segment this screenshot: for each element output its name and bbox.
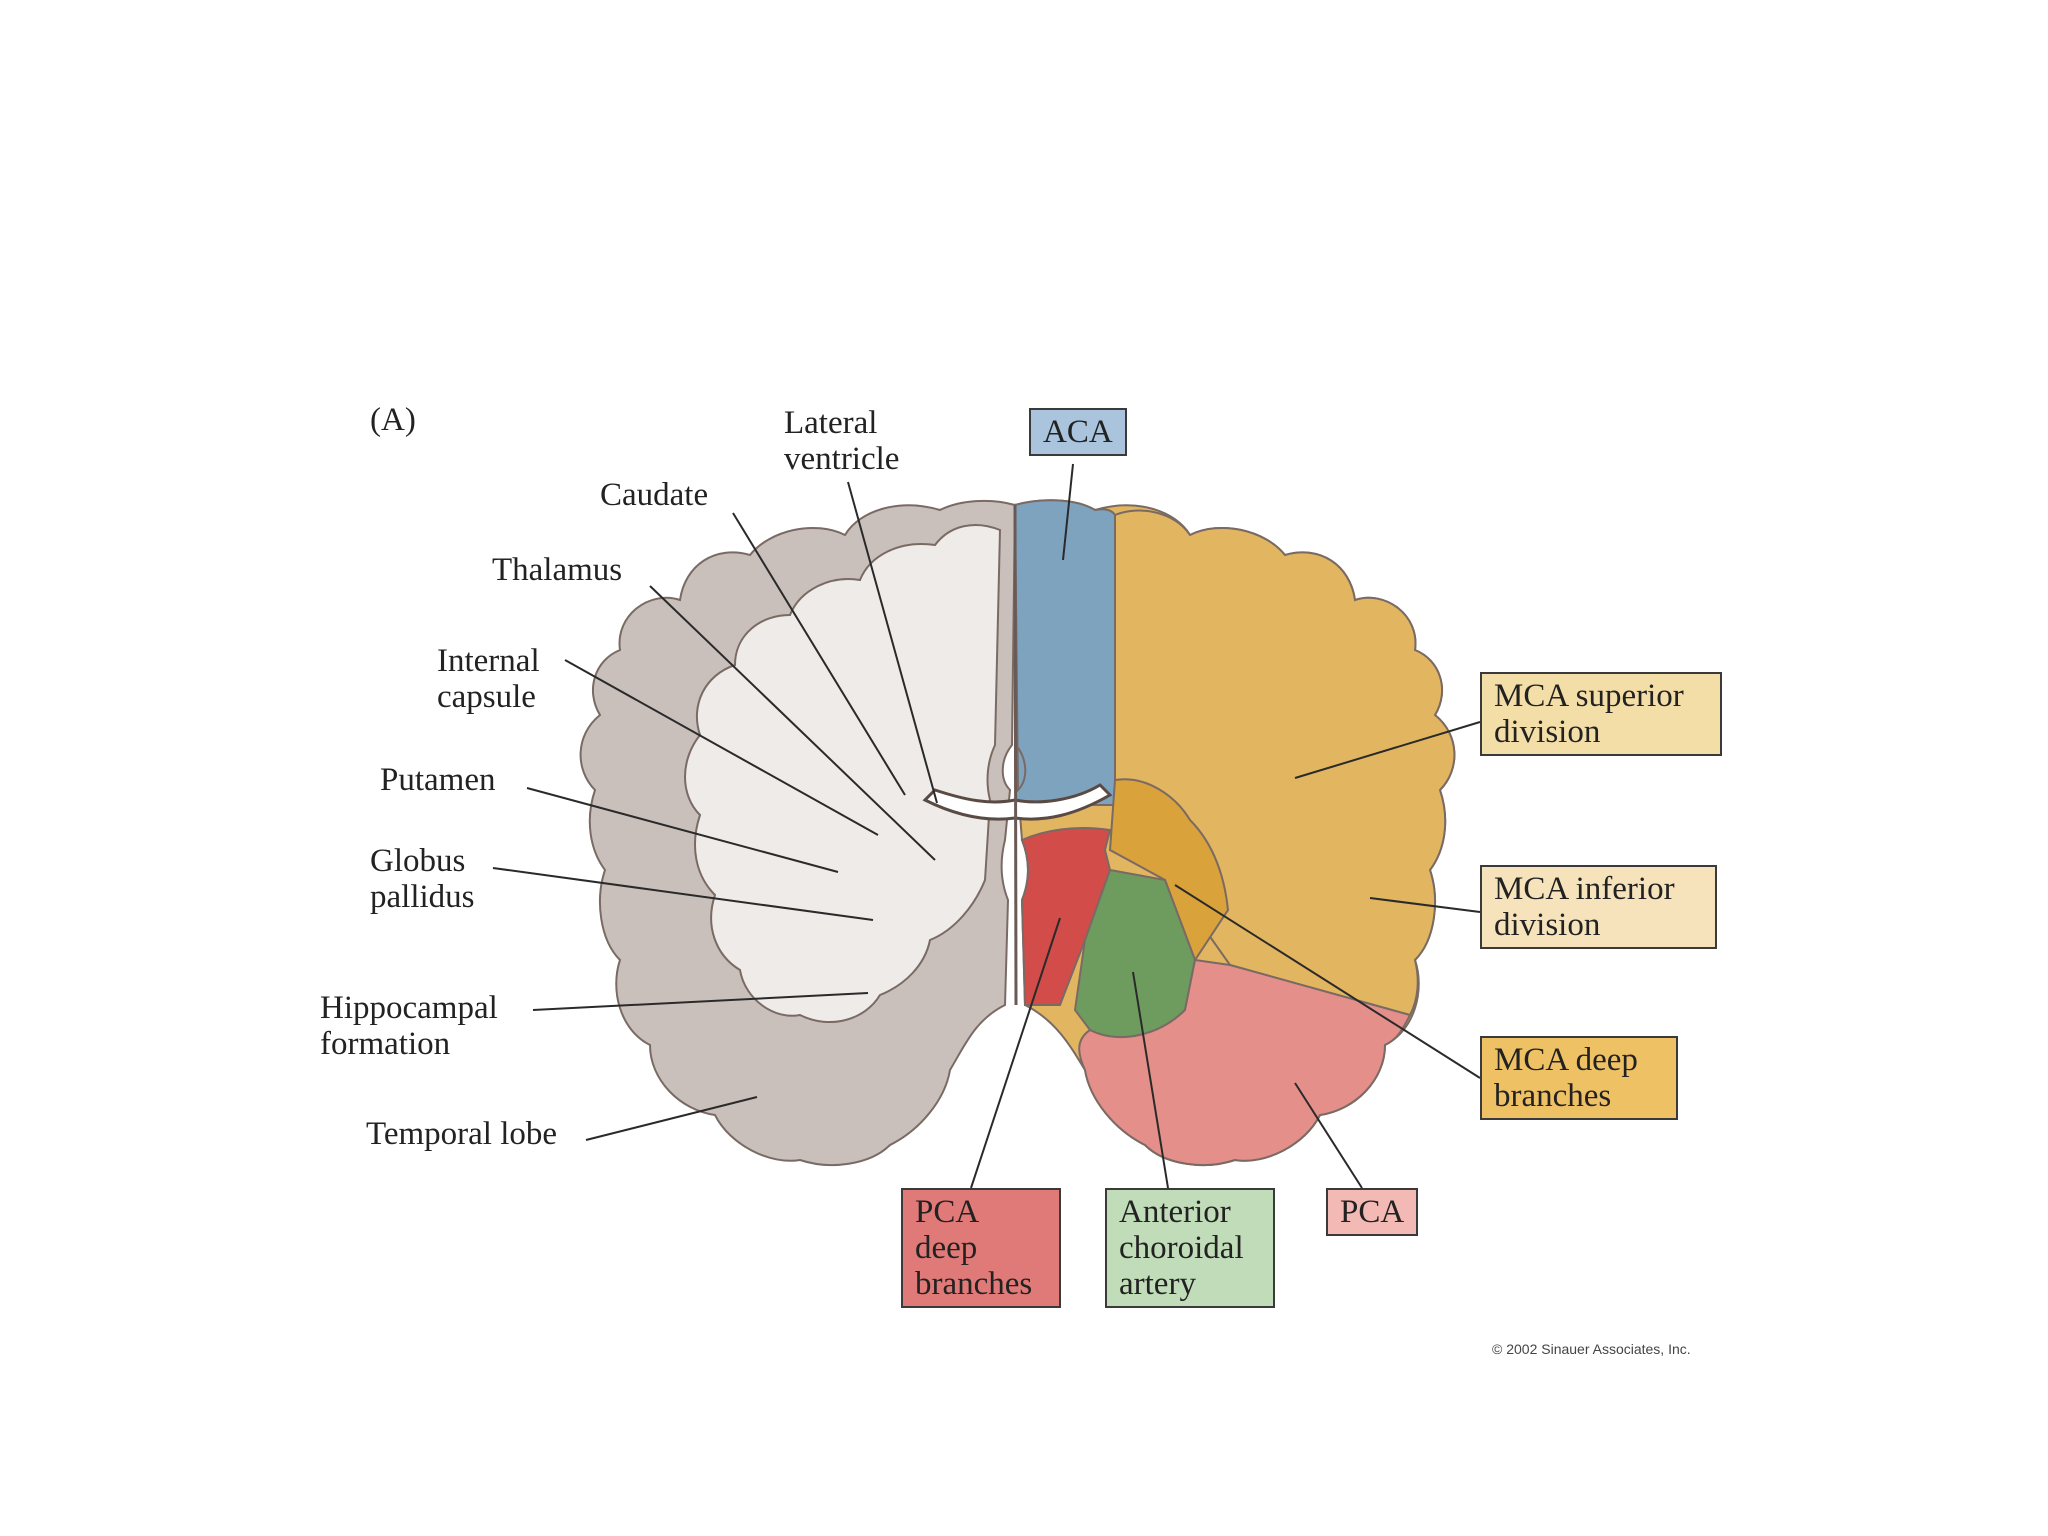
pca-territory [1078,958,1412,1166]
box-mca-superior-division: MCA superior division [1480,672,1722,756]
label-temporal-lobe: Temporal lobe [366,1116,558,1152]
leader-pca [1294,1082,1363,1189]
leader-hippocampal-formation [532,992,869,1011]
leader-globus-pallidus [492,867,874,921]
right-hemisphere [1013,499,1456,1166]
leader-mca-deep [1174,884,1481,1079]
leader-putamen [526,787,839,873]
label-thalamus: Thalamus [492,552,623,588]
copyright-notice: © 2002 Sinauer Associates, Inc. [1492,1341,1691,1357]
leader-mca-superior [1294,721,1481,779]
pca-deep-territory [1020,827,1112,1006]
leader-mca-inferior [1369,897,1481,913]
box-anterior-choroidal-artery: Anterior choroidal artery [1105,1188,1275,1308]
box-aca: ACA [1029,408,1127,456]
midline-fissure [1013,504,1018,1006]
leader-pca-deep [970,917,1061,1189]
leader-thalamus [649,585,936,861]
leader-caudate [732,512,906,796]
leader-temporal-lobe [585,1096,758,1141]
leader-lateral-ventricle [847,481,938,804]
leader-aca [1062,463,1074,561]
leader-anterior-choroidal [1132,971,1169,1189]
ventricle-shape [922,783,1113,821]
box-pca: PCA [1326,1188,1419,1236]
label-lateral-ventricle: Lateral ventricle [784,405,900,477]
panel-label: (A) [370,402,416,438]
mca-deep-territory [1108,778,1230,963]
box-pca-deep-branches: PCA deep branches [901,1188,1061,1308]
leader-lines [492,463,1481,1189]
aca-territory [1013,499,1116,806]
box-mca-inferior-division: MCA inferior division [1480,865,1717,949]
label-putamen: Putamen [380,762,496,798]
left-white-matter [684,524,1002,1024]
label-hippocampal-formation: Hippocampal formation [320,990,498,1062]
label-internal-capsule: Internal capsule [437,643,540,715]
left-hemisphere [579,499,1017,1166]
box-mca-deep-branches: MCA deep branches [1480,1036,1678,1120]
leader-internal-capsule [564,659,879,836]
label-globus-pallidus: Globus pallidus [370,843,475,915]
label-caudate: Caudate [600,477,709,513]
